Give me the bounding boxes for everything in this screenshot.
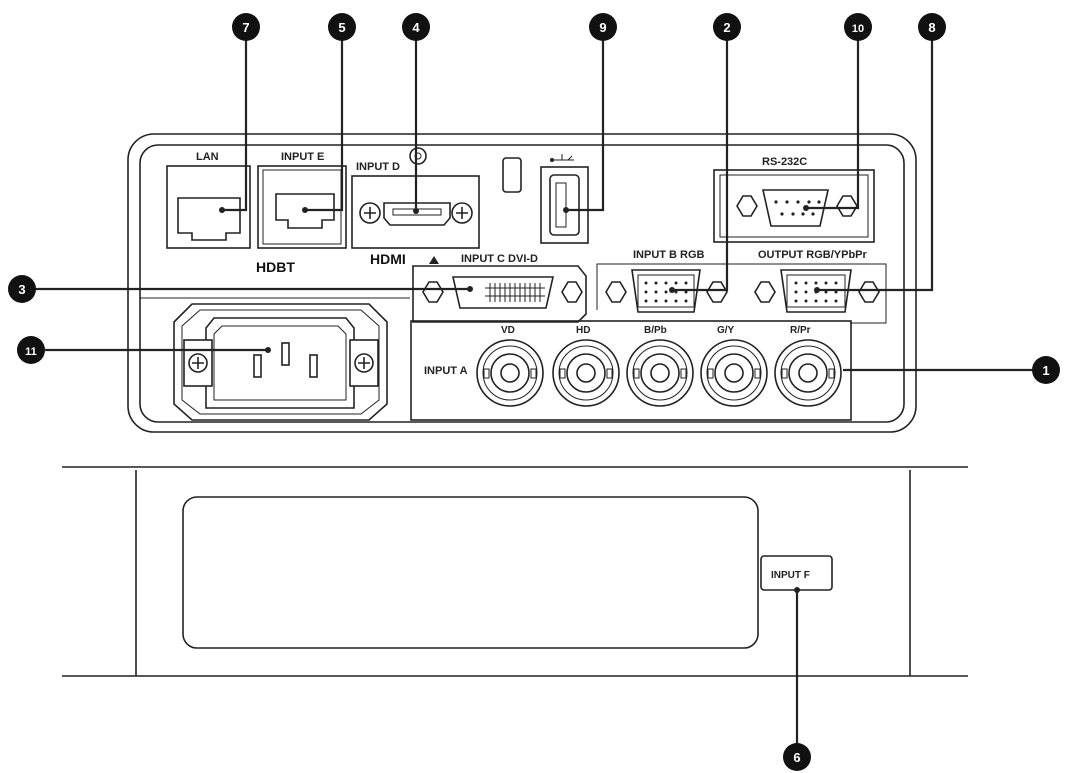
svg-text:8: 8: [928, 20, 935, 35]
input-f-slot: [182, 496, 759, 649]
callout-2: 2: [713, 13, 741, 41]
lower-unit: INPUT F: [62, 466, 968, 677]
svg-text:2: 2: [723, 20, 730, 35]
lan-port: LAN: [166, 151, 251, 249]
svg-text:4: 4: [412, 20, 420, 35]
bnc-label-r-pr: R/Pr: [790, 325, 811, 336]
svg-text:10: 10: [852, 23, 864, 35]
usb-port: [540, 154, 589, 244]
input-e-label: INPUT E: [281, 151, 324, 163]
bnc-hd: [552, 339, 620, 407]
bnc-b-pb: [626, 339, 694, 407]
bnc-label-g-y: G/Y: [717, 325, 735, 336]
rs232c-label: RS-232C: [762, 156, 807, 168]
svg-text:5: 5: [338, 20, 345, 35]
callout-5: 5: [328, 13, 356, 41]
bnc-vd: [476, 339, 544, 407]
input-b-output-bracket: [596, 263, 887, 324]
svg-text:6: 6: [793, 750, 800, 765]
input-b-rgb: INPUT B RGB: [605, 249, 728, 313]
bnc-g-y: [700, 339, 768, 407]
input-a-label: INPUT A: [424, 365, 468, 377]
input-d-label: INPUT D: [356, 161, 400, 173]
input-b-label: INPUT B RGB: [633, 249, 705, 261]
svg-text:1: 1: [1042, 363, 1049, 378]
leader-lines: [35, 40, 1040, 744]
hdbt-logo: HDBT: [256, 259, 295, 275]
callout-8: 8: [918, 13, 946, 41]
output-label: OUTPUT RGB/YPbPr: [758, 249, 868, 261]
bnc-label-vd: VD: [501, 325, 515, 336]
ac-in: [140, 297, 410, 421]
bnc-label-hd: HD: [576, 325, 590, 336]
input-d-hdmi: INPUT D HDMI: [351, 147, 480, 267]
callout-7: 7: [232, 13, 260, 41]
callout-6: 6: [783, 743, 811, 771]
panel-inner-frame: [139, 144, 905, 423]
svg-text:7: 7: [242, 20, 249, 35]
usb-icon: [550, 154, 574, 162]
callout-10: 10: [844, 13, 872, 41]
bnc-label-b-pb: B/Pb: [644, 325, 667, 336]
svg-text:9: 9: [599, 20, 606, 35]
callout-4: 4: [402, 13, 430, 41]
callout-1: 1: [1032, 356, 1060, 384]
rs232c-port: RS-232C: [713, 156, 875, 243]
security-slot: [502, 157, 522, 193]
svg-text:3: 3: [18, 282, 25, 297]
input-c-dvi: INPUT C DVI-D: [412, 253, 587, 323]
input-e-hdbaset: INPUT E HDBT: [256, 151, 347, 275]
callout-9: 9: [589, 13, 617, 41]
bnc-r-pr: [774, 339, 842, 407]
callout-3: 3: [8, 275, 36, 303]
callout-11: 11: [17, 336, 45, 364]
input-f-label: INPUT F: [771, 570, 810, 581]
lan-label: LAN: [196, 151, 219, 163]
hdmi-logo: HDMI: [370, 251, 406, 267]
panel-outer-frame: [127, 133, 917, 433]
input-c-label: INPUT C DVI-D: [461, 253, 538, 265]
input-a-bnc: INPUT A VD HD B/Pb G/Y R/Pr: [410, 320, 852, 421]
output-rgb: OUTPUT RGB/YPbPr: [754, 249, 880, 313]
svg-text:11: 11: [25, 346, 37, 358]
